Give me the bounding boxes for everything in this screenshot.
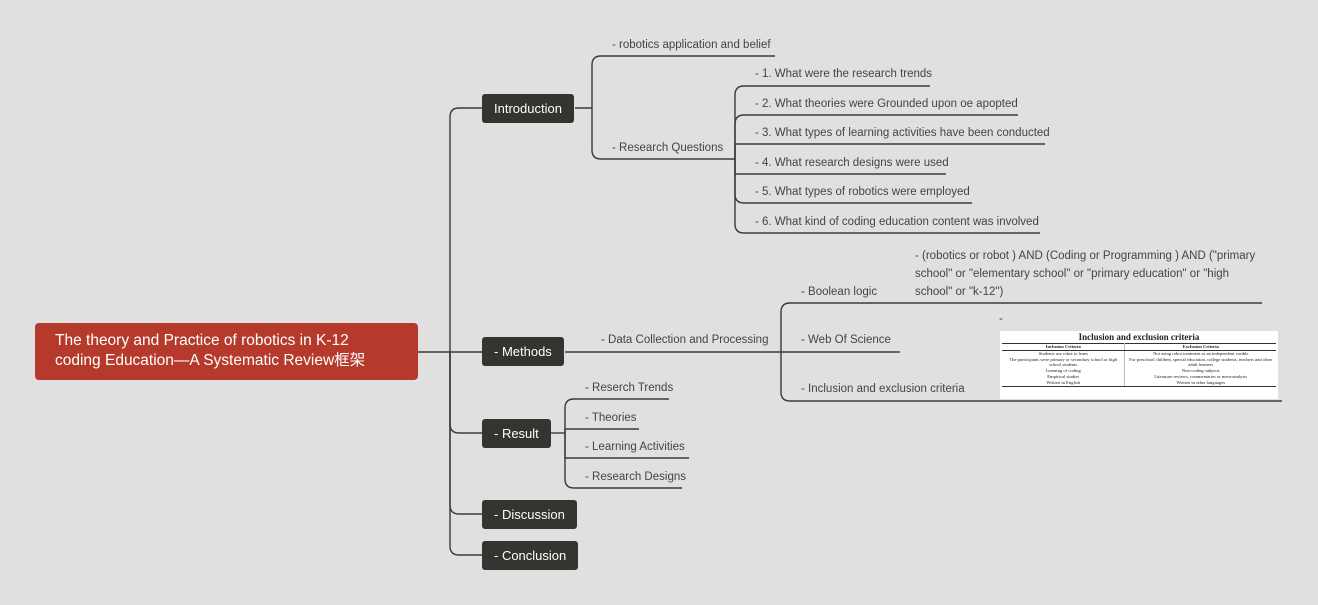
- subtopic-research-questions[interactable]: - Research Questions: [612, 142, 724, 154]
- research-question-3[interactable]: - 3. What types of learning activities h…: [755, 127, 1050, 139]
- table-cell: Written in English: [1002, 379, 1126, 387]
- table-row: Students use robot to learn Not using ro…: [1002, 350, 1276, 357]
- table-cell: Literature reviews, commentaries or meta…: [1154, 373, 1248, 379]
- table-header: Inclusion Criteria: [1002, 343, 1126, 351]
- subtopic-data-collection[interactable]: - Data Collection and Processing: [601, 334, 769, 346]
- subtopic-research-designs[interactable]: - Research Designs: [585, 471, 686, 483]
- subtopic-theories[interactable]: - Theories: [585, 412, 637, 424]
- table-cell: The participants were primary or seconda…: [1002, 356, 1126, 369]
- table-cell: Written in other languages: [1124, 379, 1276, 387]
- criteria-table-image[interactable]: Inclusion and exclusion criteria Inclusi…: [1000, 331, 1278, 399]
- criteria-table-title: Inclusion and exclusion criteria: [1078, 332, 1200, 342]
- research-question-6[interactable]: - 6. What kind of coding education conte…: [755, 216, 1039, 228]
- boolean-query[interactable]: - (robotics or robot ) AND (Coding or Pr…: [915, 250, 1256, 298]
- topic-result[interactable]: - Result: [482, 419, 551, 448]
- subtopic-robotics-belief[interactable]: - robotics application and belief: [612, 39, 771, 51]
- topic-methods[interactable]: - Methods: [482, 337, 564, 366]
- research-question-5[interactable]: - 5. What types of robotics were employe…: [755, 186, 970, 198]
- subtopic-research-trends[interactable]: - Reserch Trends: [585, 382, 674, 394]
- research-question-2[interactable]: - 2. What theories were Grounded upon oe…: [755, 98, 1018, 110]
- table-row: Learning of coding Non-coding subjects: [1002, 368, 1276, 374]
- topic-discussion-label: - Discussion: [494, 507, 565, 522]
- subtopic-web-of-science[interactable]: - Web Of Science: [801, 334, 891, 346]
- topic-introduction[interactable]: Introduction: [482, 94, 574, 123]
- central-topic[interactable]: The theory and Practice of robotics in K…: [35, 323, 418, 380]
- table-cell: Non-coding subjects: [1181, 368, 1220, 374]
- table-cell: Students use robot to learn: [1002, 350, 1126, 357]
- topic-introduction-label: Introduction: [494, 101, 562, 116]
- research-question-1[interactable]: - 1. What were the research trends: [755, 68, 933, 80]
- empty-subtopic[interactable]: -: [999, 313, 1003, 325]
- topic-result-label: - Result: [494, 426, 539, 441]
- table-cell: For preschool children, special educatio…: [1129, 356, 1273, 368]
- table-cell: Not using robot treatment as an independ…: [1153, 350, 1249, 356]
- research-question-4[interactable]: - 4. What research designs were used: [755, 157, 949, 169]
- subtopic-inclusion-exclusion[interactable]: - Inclusion and exclusion criteria: [801, 383, 965, 395]
- topic-discussion[interactable]: - Discussion: [482, 500, 577, 529]
- subtopic-boolean-logic[interactable]: - Boolean logic: [801, 286, 878, 298]
- subtopic-learning-activities[interactable]: - Learning Activities: [585, 441, 685, 453]
- table-header: Exclusion Criteria: [1124, 343, 1276, 351]
- table-row: The participants were primary or seconda…: [1002, 356, 1276, 369]
- table-row: Empirical studies Literature reviews, co…: [1002, 373, 1276, 380]
- topic-conclusion-label: - Conclusion: [494, 548, 567, 563]
- table-row: Written in English Written in other lang…: [1002, 379, 1276, 387]
- table-cell: Learning of coding: [1002, 368, 1126, 374]
- table-header-row: Inclusion Criteria Exclusion Criteria: [1002, 343, 1276, 351]
- criteria-table: Inclusion Criteria Exclusion Criteria St…: [1002, 343, 1276, 387]
- topic-methods-label: - Methods: [494, 344, 552, 359]
- central-topic-label: The theory and Practice of robotics in K…: [55, 332, 366, 369]
- table-cell: Empirical studies: [1002, 373, 1126, 380]
- topic-conclusion[interactable]: - Conclusion: [482, 541, 579, 570]
